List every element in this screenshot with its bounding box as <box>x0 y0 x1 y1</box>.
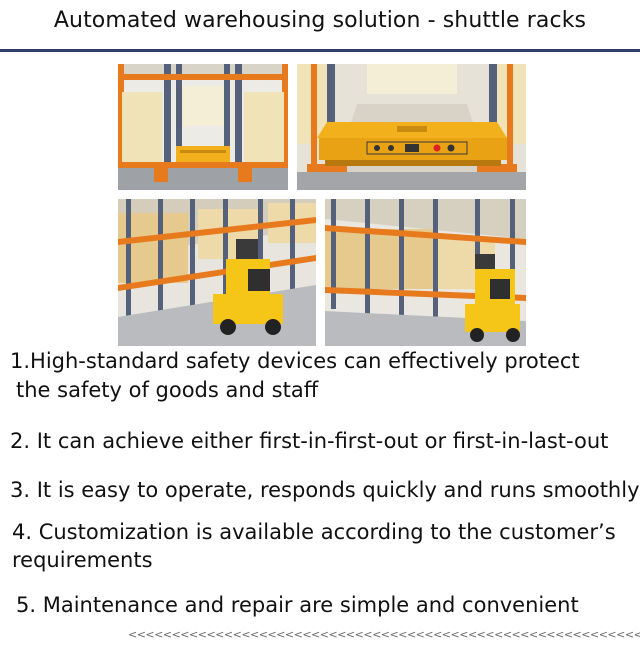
feature-4-line-2: requirements <box>12 548 153 572</box>
feature-1-line-2: the safety of goods and staff <box>16 378 319 402</box>
feature-4-line-1: 4. Customization is available according … <box>12 520 616 544</box>
feature-1-line-1: 1.High-standard safety devices can effec… <box>10 349 580 373</box>
feature-2: 2. It can achieve either first-in-first-… <box>10 429 609 453</box>
page-title: Automated warehousing solution - shuttle… <box>53 8 587 33</box>
shuttle-car-photo <box>297 64 526 190</box>
shuttle-rack-front-photo <box>118 64 288 190</box>
feature-3: 3. It is easy to operate, responds quick… <box>10 478 640 502</box>
feature-5: 5. Maintenance and repair are simple and… <box>16 593 579 617</box>
title-underline <box>0 49 640 52</box>
footer-arrow-divider: <<<<<<<<<<<<<<<<<<<<<<<<<<<<<<<<<<<<<<<<… <box>128 628 640 641</box>
forklift-rack-photo <box>118 199 316 346</box>
forklift-rack-photo-2 <box>325 199 526 346</box>
